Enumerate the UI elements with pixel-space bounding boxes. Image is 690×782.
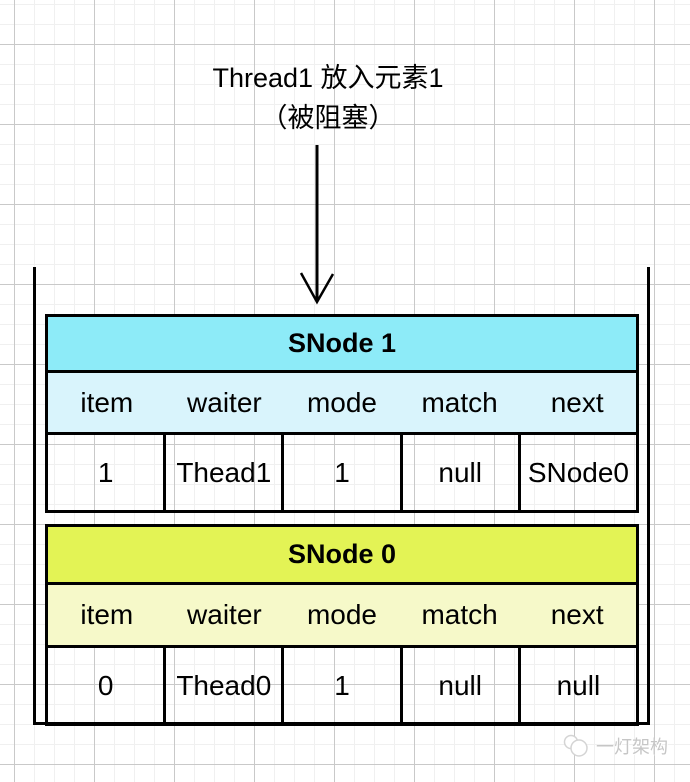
annotation-line2: （被阻塞） (260, 103, 396, 133)
snode0-value-item: 0 (48, 648, 167, 723)
watermark: 一灯架构 (561, 733, 668, 759)
snode0-value-row: 0 Thead0 1 null null (48, 648, 636, 723)
snode0-value-mode: 1 (284, 648, 403, 723)
snode1-value-mode: 1 (284, 435, 403, 510)
lamp-logo-icon (563, 734, 588, 757)
snode1-field-waiter: waiter (187, 386, 262, 418)
snode1-field-match: match (421, 386, 498, 418)
snode1-value-waiter: Thead1 (166, 435, 285, 510)
annotation-line1: Thread1 放入元素1 (212, 63, 444, 93)
snode0-field-item: item (80, 599, 134, 630)
snode0-field-mode: mode (306, 599, 377, 630)
snode0-title: SNode 0 (48, 527, 636, 585)
snode0-field-match: match (421, 599, 498, 630)
snode1-field-row: item waiter mode match next (48, 373, 636, 435)
snode0-table: SNode 0 item waiter mode match next 0 Th… (45, 524, 639, 726)
snode1-field-item: item (80, 386, 134, 418)
snode1-value-next: SNode0 (527, 456, 629, 488)
down-arrow-icon (299, 145, 335, 305)
snode0-field-waiter: waiter (187, 599, 262, 630)
snode1-title: SNode 1 (48, 317, 636, 373)
snode1-value-item: 1 (48, 435, 167, 510)
snode1-field-mode: mode (306, 386, 377, 418)
snode0-field-row: item waiter mode match next (48, 585, 636, 648)
snode0-value-match: null (403, 648, 521, 723)
snode1-table: SNode 1 item waiter mode match next 1 Th… (45, 314, 639, 513)
snode0-value-waiter: Thead0 (166, 648, 285, 723)
snode0-value-next: null (556, 669, 601, 701)
snode1-value-row: 1 Thead1 1 null SNode0 (48, 435, 636, 510)
watermark-text: 一灯架构 (596, 737, 668, 757)
snode0-field-next: next (550, 599, 604, 630)
annotation-title: Thread1 放入元素1 （被阻塞） (0, 58, 656, 138)
snode1-value-match: null (403, 435, 521, 510)
snode1-field-next: next (550, 386, 604, 418)
